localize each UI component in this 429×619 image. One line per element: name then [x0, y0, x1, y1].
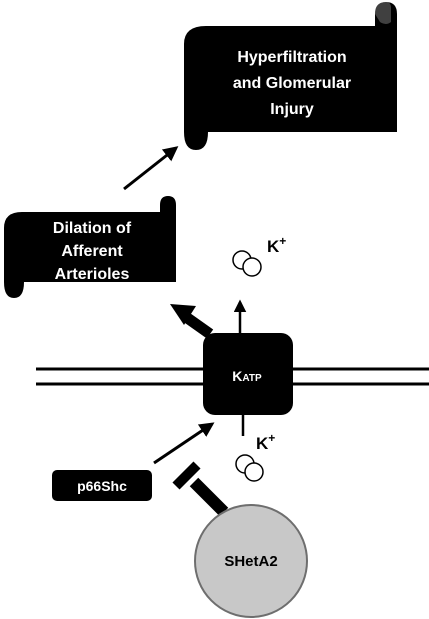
hyperfiltration-banner: Hyperfiltration and Glomerular Injury — [184, 2, 397, 150]
potassium-ion-lower: K+ — [235, 431, 275, 482]
sheta2-circle: SHetA2 — [194, 504, 308, 618]
p66shc-label: p66Shc — [77, 478, 127, 494]
arrow-p66shc-to-katp — [153, 422, 215, 465]
sheta2-label: SHetA2 — [224, 553, 277, 570]
dilation-line-2: Afferent — [61, 243, 123, 260]
katp-channel: KATP — [203, 333, 293, 415]
dilation-line-1: Dilation of — [53, 220, 132, 237]
hyperfiltration-line-2: and Glomerular — [233, 75, 351, 92]
potassium-ion-upper: K+ — [232, 234, 286, 277]
arrow-to-hyperfiltration — [123, 146, 179, 191]
dilation-line-3: Arterioles — [55, 266, 130, 283]
dilation-banner: Dilation of Afferent Arterioles — [4, 196, 176, 298]
ion-circle — [242, 257, 262, 277]
hyperfiltration-line-1: Hyperfiltration — [237, 49, 346, 66]
potassium-label-upper: K+ — [267, 234, 286, 256]
katp-label: KATP — [232, 368, 262, 384]
inhibition-bar — [172, 461, 229, 517]
potassium-label-lower: K+ — [256, 431, 275, 453]
p66shc-box: p66Shc — [52, 470, 152, 501]
thick-arrow-to-dilation — [170, 304, 214, 339]
hyperfiltration-line-3: Injury — [270, 101, 314, 118]
ion-circle — [244, 462, 264, 482]
